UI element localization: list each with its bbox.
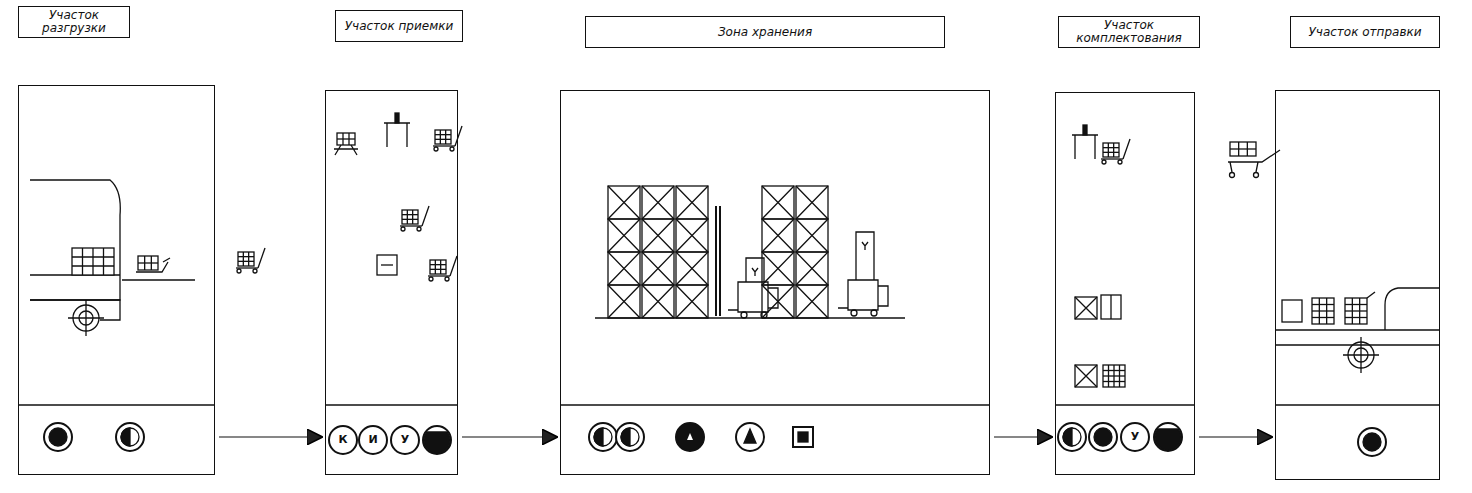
symbol-letter: И [367, 434, 378, 446]
symbol-plain [391, 426, 419, 454]
band-line [1275, 404, 1440, 405]
heading-text: Участок комплектования [1063, 19, 1195, 45]
symbol-full [1089, 423, 1117, 451]
symbol-dark [423, 426, 451, 454]
forklift-icon [838, 232, 888, 316]
band-line [560, 404, 990, 405]
heading-text: Участок приемки [345, 20, 454, 33]
scale-icon [1072, 125, 1098, 159]
symbol-half [1058, 423, 1086, 451]
panel-outline [560, 90, 990, 475]
symbol-half [116, 423, 144, 451]
symbol-solid [676, 423, 704, 451]
symbol-full [1358, 428, 1386, 456]
area-heading: Участок разгрузки [18, 6, 130, 38]
pallet-truck-icon [122, 256, 195, 280]
flow-arrow [1199, 436, 1271, 437]
panel-outline [18, 85, 215, 475]
symbol-plain [359, 426, 387, 454]
wheel-symbol [68, 300, 104, 336]
symbol-letter: К [338, 434, 349, 446]
area-panel: Участок комплектования [1055, 16, 1200, 475]
band-line [325, 404, 458, 405]
box-icon [377, 255, 397, 275]
cart-icon [428, 256, 457, 281]
wheel-symbol [1343, 337, 1379, 373]
rack [595, 186, 905, 318]
symbol-square [793, 427, 813, 447]
band-line [1055, 404, 1195, 405]
box-icon [1075, 295, 1125, 387]
symbol-full [44, 423, 72, 451]
panel-outline [1055, 92, 1195, 475]
cart-icon [236, 248, 265, 273]
symbol-plain [329, 426, 357, 454]
symbol-letter: У [400, 434, 410, 446]
symbol-dark [1154, 423, 1182, 451]
area-panel: Участок разгрузки [18, 6, 215, 475]
cart-icon [400, 206, 429, 231]
forklift-icon [728, 258, 778, 318]
area-panel: Участок отправки [1275, 16, 1440, 480]
flow-arrow [462, 436, 556, 437]
symbol-tri [736, 423, 764, 451]
area-heading: Участок приемки [335, 10, 463, 42]
heading-text: Участок разгрузки [23, 9, 125, 35]
area-heading: Участок отправки [1290, 16, 1440, 48]
truck-body [30, 180, 120, 320]
band-line [18, 404, 215, 405]
heading-text: Зона хранения [718, 26, 812, 39]
rack-trolley-icon [334, 133, 358, 155]
cart-icon [1101, 139, 1130, 164]
area-panel: Зона хранения [560, 16, 990, 475]
cart-icon [1228, 142, 1280, 178]
symbol-half [616, 423, 644, 451]
panel-outline [1275, 90, 1440, 480]
flow-arrow [994, 436, 1051, 437]
flow-arrow [219, 436, 321, 437]
scale-icon [384, 113, 410, 147]
area-heading: Зона хранения [585, 16, 945, 48]
cart-icon [433, 126, 462, 151]
area-heading: Участок комплектования [1058, 16, 1200, 48]
symbol-half [589, 423, 617, 451]
truck-body [1275, 288, 1440, 345]
panel-outline [325, 90, 458, 475]
symbol-plain [1121, 423, 1149, 451]
symbol-letter: У [1130, 431, 1140, 443]
heading-text: Участок отправки [1308, 26, 1421, 39]
area-panel: Участок приемки [325, 10, 463, 475]
